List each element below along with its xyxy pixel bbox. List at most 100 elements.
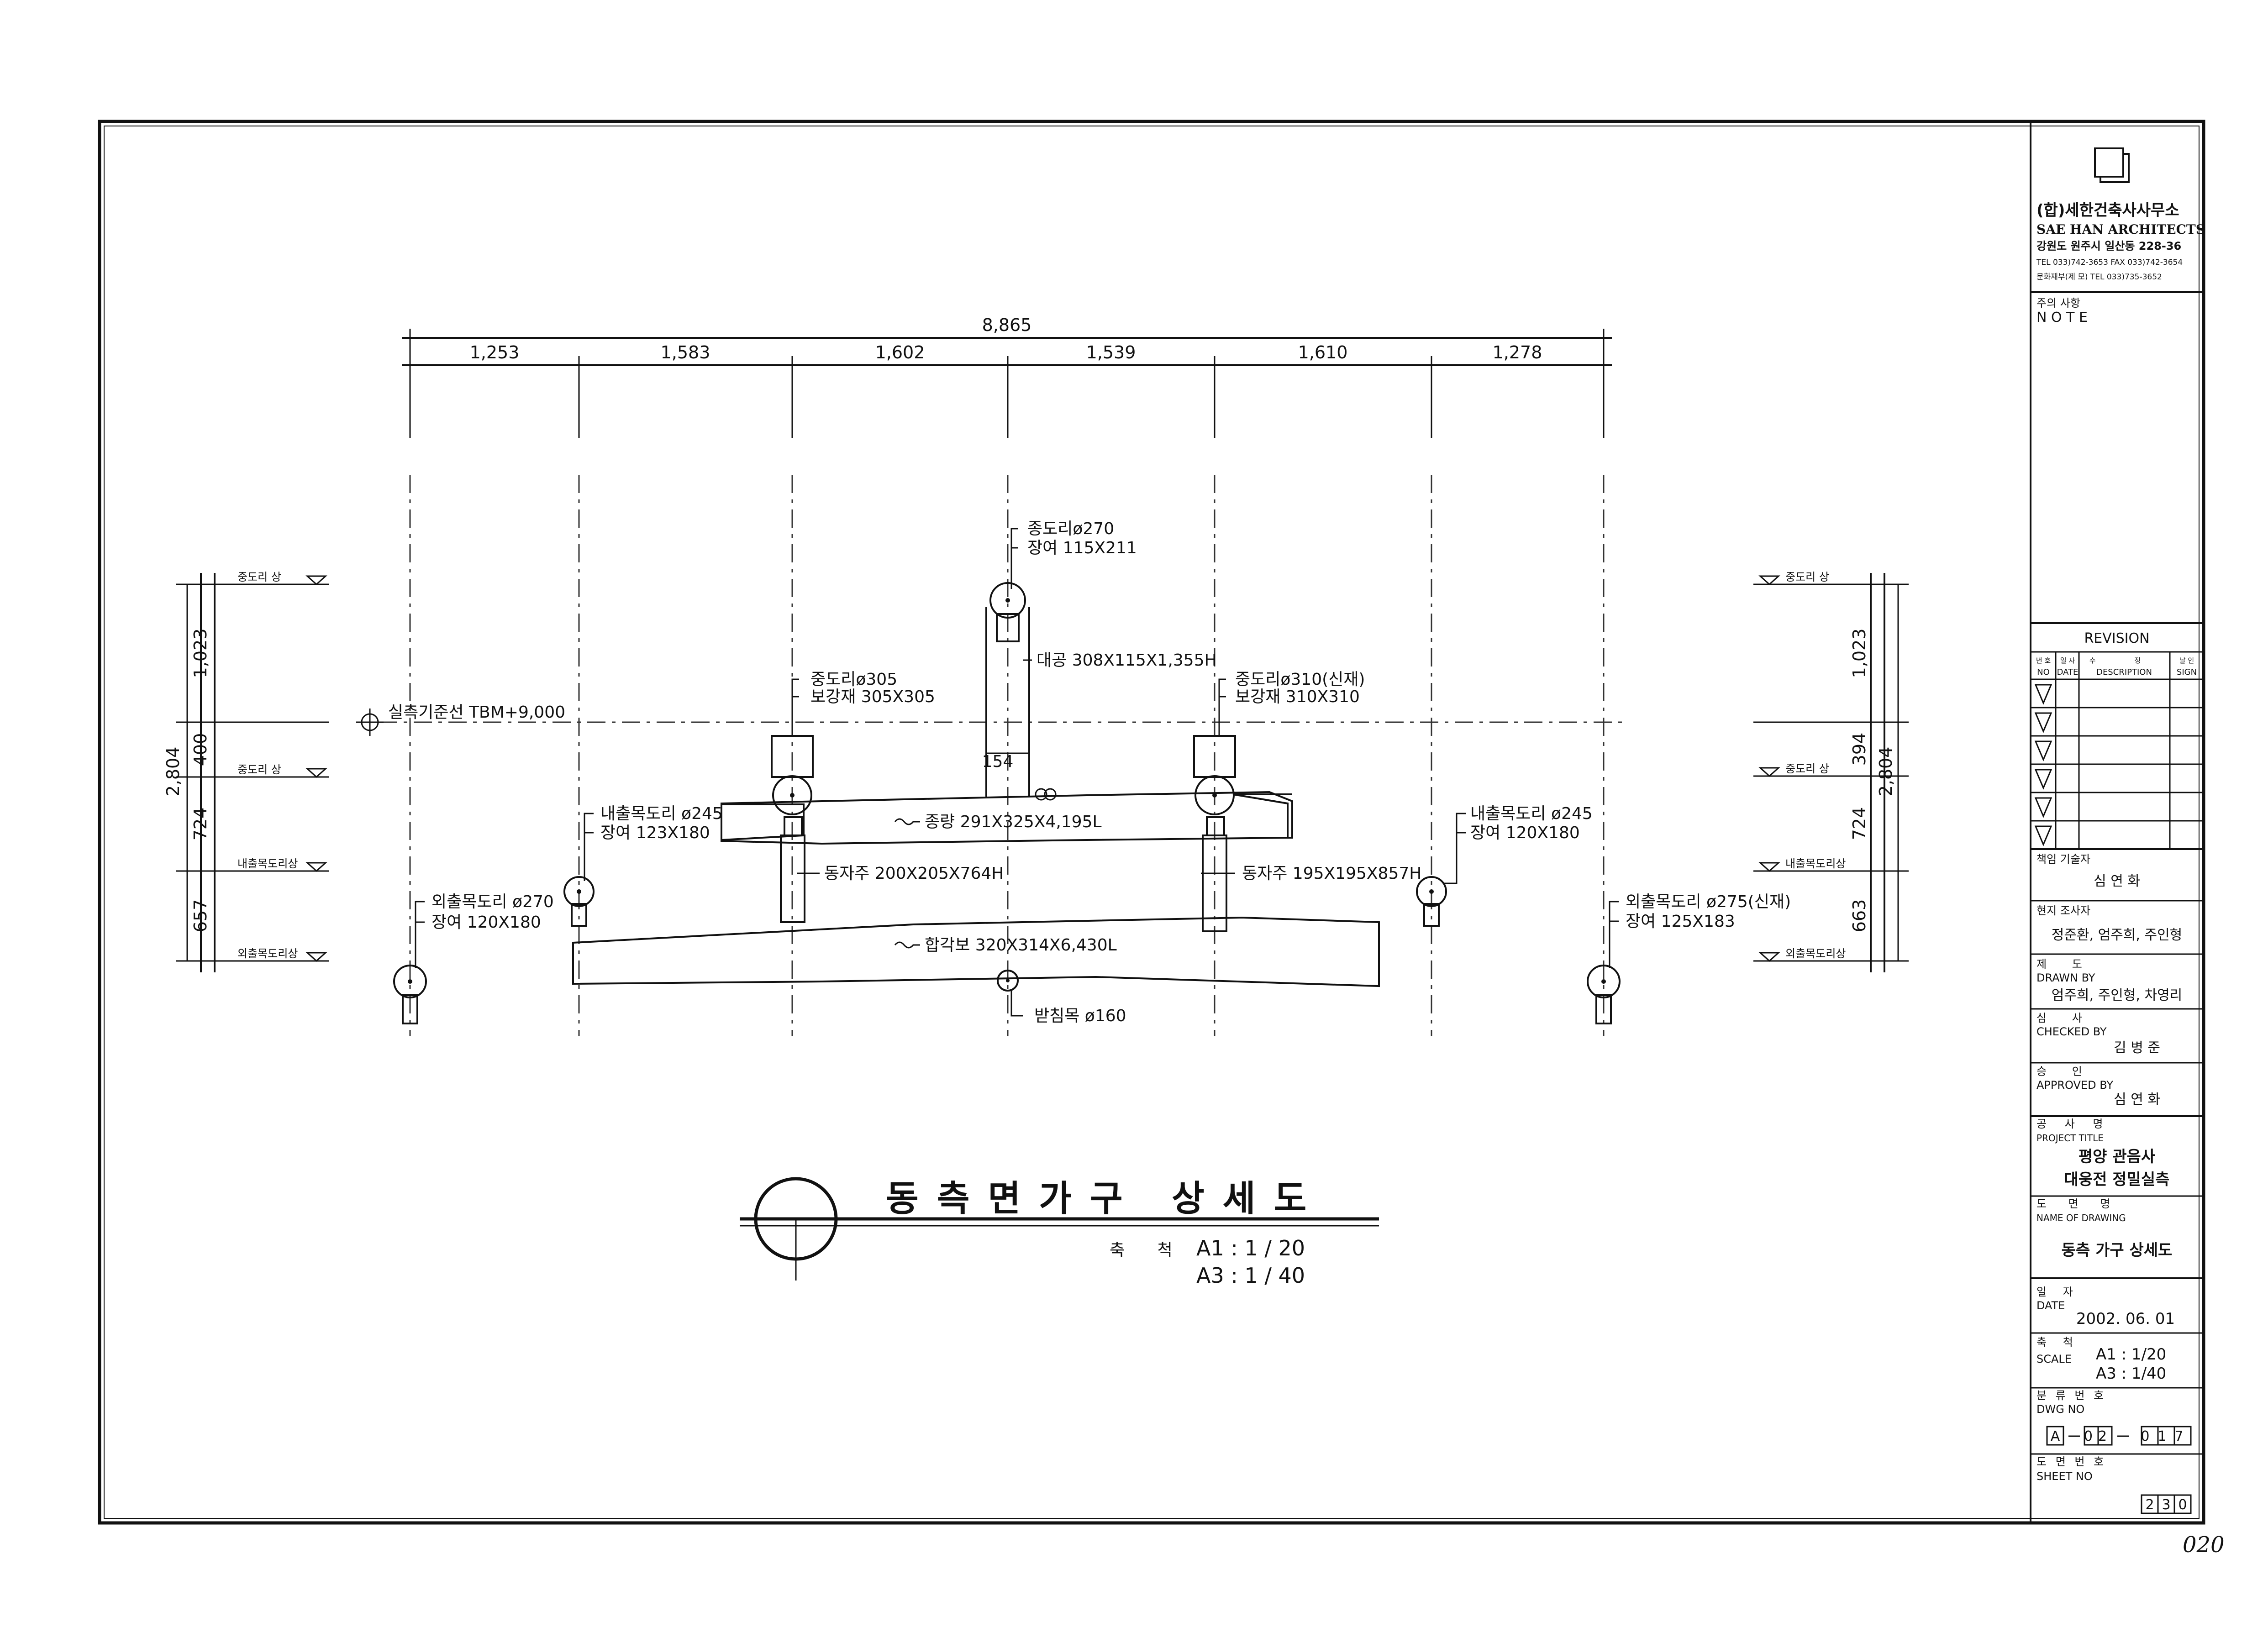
left-level-3: 내출목도리상 bbox=[237, 857, 298, 870]
dim-total: 8,865 bbox=[982, 315, 1032, 335]
approved-label-kr: 승 인 bbox=[2036, 1065, 2093, 1078]
survey-names: 정준환, 엄주희, 주인형 bbox=[2052, 927, 2183, 943]
rev-desc: DESCRIPTION bbox=[2096, 667, 2152, 677]
dwg-number: A 02 017 bbox=[2046, 1426, 2192, 1446]
engineer-label: 책임 기술자 bbox=[2036, 853, 2090, 866]
date-label-en: DATE bbox=[2036, 1299, 2065, 1312]
project-label-en: PROJECT TITLE bbox=[2036, 1133, 2104, 1144]
right-level-1: 중도리 상 bbox=[1785, 571, 1829, 583]
left-vdim-2: 400 bbox=[190, 733, 210, 766]
drawn-label-kr: 제 도 bbox=[2036, 958, 2093, 971]
label-mid-left-purlin: 중도리ø305 bbox=[810, 670, 897, 689]
title-block: (합)세한건축사사무소 SAE HAN ARCHITECTS 강원도 원주시 일… bbox=[2030, 121, 2205, 1523]
firm-tel2: 문화재부(제 모) TEL 033)735-3652 bbox=[2036, 273, 2162, 282]
drawing-title: 동측면가구 상세도 bbox=[886, 1178, 1325, 1219]
label-outer-right-purlin: 외출목도리 ø275(신재) bbox=[1626, 892, 1791, 911]
dim-bay-2: 1,583 bbox=[661, 342, 710, 362]
dwg-part-2: 02 bbox=[2084, 1428, 2112, 1444]
right-level-3: 내출목도리상 bbox=[1785, 857, 1846, 870]
label-support: 받침목 ø160 bbox=[1034, 1007, 1126, 1025]
label-outer-left-purlin: 외출목도리 ø270 bbox=[431, 892, 554, 911]
label-mid-right-purlin: 중도리ø310(신재) bbox=[1235, 670, 1365, 689]
survey-label: 현지 조사자 bbox=[2036, 904, 2090, 917]
drawing-scale-label: 축 척 bbox=[1110, 1241, 1186, 1260]
left-vdim-total: 2,804 bbox=[163, 747, 183, 797]
label-inner-left-purlin: 내출목도리 ø245 bbox=[600, 804, 723, 823]
structure: 154 bbox=[393, 582, 1621, 1024]
rev-sign: SIGN bbox=[2177, 667, 2197, 677]
left-level-2: 중도리 상 bbox=[237, 763, 281, 776]
right-vdim-total: 2,804 bbox=[1876, 747, 1896, 797]
right-vdim-4: 663 bbox=[1849, 899, 1869, 933]
scale-value-1: A1 : 1/20 bbox=[2096, 1345, 2166, 1364]
rev-no: NO bbox=[2037, 667, 2050, 677]
drawing-title-block: 동측면가구 상세도 축 척 A1 : 1 / 20 A3 : 1 / 40 bbox=[740, 1177, 1379, 1288]
label-inner-left-jangyeo: 장여 123X180 bbox=[600, 824, 710, 842]
rev-sign-kr: 날 인 bbox=[2179, 656, 2194, 665]
dwg-label-kr: 분 류 번 호 bbox=[2036, 1389, 2106, 1402]
project-title-2: 대웅전 정밀실측 bbox=[2064, 1170, 2170, 1189]
firm-tel: TEL 033)742-3653 FAX 033)742-3654 bbox=[2036, 258, 2183, 267]
label-tie-beam: 종량 291X325X4,195L bbox=[925, 813, 1102, 831]
scale-value-2: A3 : 1/40 bbox=[2096, 1365, 2166, 1383]
label-main-beam: 합각보 320X314X6,430L bbox=[925, 936, 1117, 955]
rev-date: DATE bbox=[2057, 667, 2079, 677]
checked-label-en: CHECKED BY bbox=[2036, 1025, 2107, 1038]
left-vdim-1: 1,023 bbox=[190, 629, 210, 678]
rev-desc-kr: 수 정 bbox=[2089, 656, 2159, 665]
dim-bay-6: 1,278 bbox=[1493, 342, 1542, 362]
sheet-digit-3: 0 bbox=[2178, 1497, 2187, 1513]
sheet-digit-2: 3 bbox=[2162, 1497, 2170, 1513]
datum-marker: 실측기준선 TBM+9,000 bbox=[356, 703, 565, 736]
firm-address: 강원도 원주시 일산동 228-36 bbox=[2036, 240, 2181, 252]
drawn-label-en: DRAWN BY bbox=[2036, 971, 2095, 984]
drawing-name-label-kr: 도 면 명 bbox=[2036, 1197, 2120, 1210]
firm-name-en: SAE HAN ARCHITECTS bbox=[2036, 222, 2205, 237]
label-inner-right-jangyeo: 장여 120X180 bbox=[1470, 824, 1580, 842]
date-value: 2002. 06. 01 bbox=[2076, 1310, 2175, 1328]
drawing-name-label-en: NAME OF DRAWING bbox=[2036, 1212, 2126, 1223]
page-number: 020 bbox=[2183, 1532, 2225, 1558]
right-vdim-3: 724 bbox=[1849, 807, 1869, 840]
sheet-digit-1: 2 bbox=[2145, 1497, 2154, 1513]
scale-label-kr: 축 척 bbox=[2036, 1336, 2079, 1349]
label-strut-left: 동자주 200X205X764H bbox=[824, 864, 1004, 883]
leaders: 종도리ø270 장여 115X211 대공 308X115X1,355H 중도리… bbox=[415, 520, 1791, 1025]
drawing-scale-a3: A3 : 1 / 40 bbox=[1196, 1263, 1305, 1288]
approved-label-en: APPROVED BY bbox=[2036, 1079, 2113, 1092]
right-level-4: 외출목도리상 bbox=[1785, 947, 1846, 960]
approved-name: 심 연 화 bbox=[2114, 1092, 2160, 1107]
dim-bay-3: 1,602 bbox=[875, 342, 925, 362]
label-outer-left-jangyeo: 장여 120X180 bbox=[431, 913, 541, 932]
left-level-scale: 중도리 상 중도리 상 내출목도리상 외출목도리상 1,023 400 724 … bbox=[163, 571, 329, 972]
sheet-border-inner bbox=[104, 126, 2200, 1519]
dwg-part-1: A bbox=[2051, 1428, 2060, 1444]
label-strut-right: 동자주 195X195X857H bbox=[1242, 864, 1421, 883]
revision-header: REVISION bbox=[2084, 630, 2149, 646]
label-outer-right-jangyeo: 장여 125X183 bbox=[1626, 912, 1735, 931]
label-ridge-purlin: 종도리ø270 bbox=[1027, 520, 1114, 538]
label-mid-right-brace: 보강재 310X310 bbox=[1235, 688, 1360, 706]
sheet-label-en: SHEET NO bbox=[2036, 1470, 2093, 1483]
scale-label-en: SCALE bbox=[2036, 1353, 2072, 1365]
label-post: 대공 308X115X1,355H bbox=[1037, 651, 1217, 670]
dim-bay-1: 1,253 bbox=[470, 342, 520, 362]
datum-label: 실측기준선 TBM+9,000 bbox=[388, 703, 565, 722]
drawing-scale-a1: A1 : 1 / 20 bbox=[1196, 1236, 1305, 1260]
note-label-kr: 주의 사항 bbox=[2036, 297, 2080, 310]
top-dimensions: 8,865 1,253 1,583 1,602 1,539 1,610 1,27… bbox=[402, 315, 1612, 438]
left-vdim-3: 724 bbox=[190, 808, 210, 841]
dwg-label-en: DWG NO bbox=[2036, 1403, 2084, 1416]
drawn-names: 엄주희, 주인형, 차영리 bbox=[2052, 987, 2183, 1003]
firm-name-kr: (합)세한건축사사무소 bbox=[2036, 201, 2179, 220]
checked-label-kr: 심 사 bbox=[2036, 1012, 2093, 1024]
engineer-name: 심 연 화 bbox=[2094, 873, 2140, 889]
sheet-label-kr: 도 면 번 호 bbox=[2036, 1455, 2106, 1468]
project-title-1: 평양 관음사 bbox=[2079, 1148, 2155, 1166]
right-vdim-2: 394 bbox=[1849, 733, 1869, 766]
right-vdim-1: 1,023 bbox=[1849, 629, 1869, 678]
rev-date-kr: 일 자 bbox=[2060, 656, 2075, 665]
drawing-name: 동측 가구 상세도 bbox=[2062, 1241, 2173, 1260]
left-level-1: 중도리 상 bbox=[237, 571, 281, 583]
